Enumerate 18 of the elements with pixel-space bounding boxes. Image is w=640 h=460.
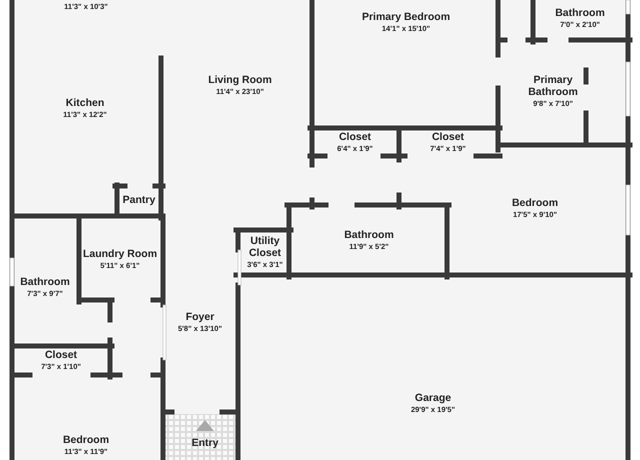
room-name: Closet [338,131,372,143]
room-name: Primary Bedroom [360,11,452,23]
room-name: Pantry [122,194,156,206]
room-name: Primary Bathroom [527,74,579,98]
room-name: Bedroom [62,434,110,446]
room-name: Laundry Room [82,248,158,260]
room-name: Foyer [184,311,216,323]
room-name: Bathroom [554,7,606,19]
room-name: Garage [414,392,452,404]
room-name: Entry [190,437,220,449]
room-name: Utility Closet [248,235,282,259]
room-name: Closet [430,131,466,143]
room-name: Living Room [207,74,273,86]
room-name: Bedroom [510,197,560,209]
room-name: Kitchen [64,97,106,109]
room-name: Bathroom [19,276,71,288]
room-name: Bathroom [343,229,395,241]
room-name: Closet [44,349,78,361]
